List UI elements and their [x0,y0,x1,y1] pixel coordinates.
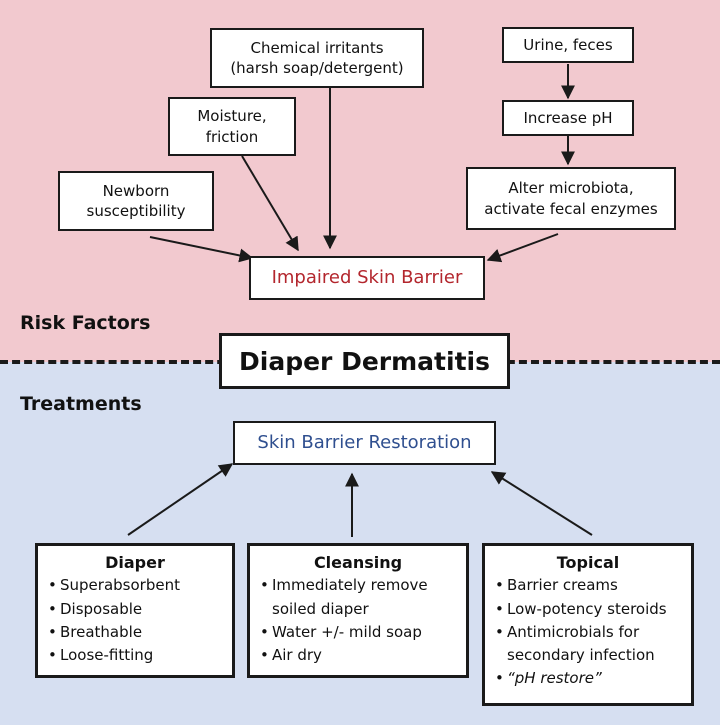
newborn-susceptibility-line2: susceptibility [86,202,186,220]
diaper-treatment-title: Diaper [105,553,165,572]
diaper-treatment-list: Superabsorbent Disposable Breathable Loo… [48,574,222,667]
diaper-item: Breathable [48,621,222,645]
diaper-item: Superabsorbent [48,574,222,598]
risk-factors-label: Risk Factors [20,312,151,334]
topical-item: “pH restore” [495,667,681,691]
impaired-skin-barrier-box: Impaired Skin Barrier [249,256,485,300]
topical-item: Barrier creams [495,574,681,598]
increase-ph-label: Increase pH [523,108,613,127]
diaper-dermatitis-title: Diaper Dermatitis [219,333,510,389]
cleansing-item: Immediately remove soiled diaper [260,574,456,621]
cleansing-treatment-box: Cleansing Immediately remove soiled diap… [247,543,469,678]
cleansing-item: Water +/- mild soap [260,621,456,645]
urine-feces-box: Urine, feces [502,27,634,63]
chemical-irritants-line2: (harsh soap/detergent) [230,59,404,77]
topical-item: Low-potency steroids [495,598,681,622]
diaper-item: Loose-fitting [48,644,222,668]
topical-treatment-title: Topical [556,553,620,572]
topical-treatment-list: Barrier creams Low-potency steroids Anti… [495,574,681,691]
moisture-friction-line2: friction [205,127,259,146]
alter-microbiota-line1: Alter microbiota, [508,179,634,198]
urine-feces-label: Urine, feces [523,35,613,54]
cleansing-item: Air dry [260,644,456,668]
impaired-skin-barrier-label: Impaired Skin Barrier [271,266,463,288]
cleansing-treatment-list: Immediately remove soiled diaper Water +… [260,574,456,667]
topical-item: Antimicrobials for secondary infection [495,621,681,668]
skin-barrier-restoration-label: Skin Barrier Restoration [257,431,472,453]
alter-microbiota-box: Alter microbiota, activate fecal enzymes [466,167,676,230]
increase-ph-box: Increase pH [502,100,634,136]
chemical-irritants-box: Chemical irritants (harsh soap/detergent… [210,28,424,88]
diaper-item: Disposable [48,598,222,622]
skin-barrier-restoration-box: Skin Barrier Restoration [233,421,496,465]
diaper-treatment-box: Diaper Superabsorbent Disposable Breatha… [35,543,235,678]
treatments-label: Treatments [20,393,142,415]
alter-microbiota-line2: activate fecal enzymes [484,199,658,218]
topical-treatment-box: Topical Barrier creams Low-potency stero… [482,543,694,706]
chemical-irritants-line1: Chemical irritants [250,38,384,57]
newborn-susceptibility-line1: Newborn [102,181,170,200]
newborn-susceptibility-box: Newborn susceptibility [58,171,214,231]
moisture-friction-box: Moisture, friction [168,97,296,156]
moisture-friction-line1: Moisture, [197,107,267,126]
cleansing-treatment-title: Cleansing [313,553,403,572]
